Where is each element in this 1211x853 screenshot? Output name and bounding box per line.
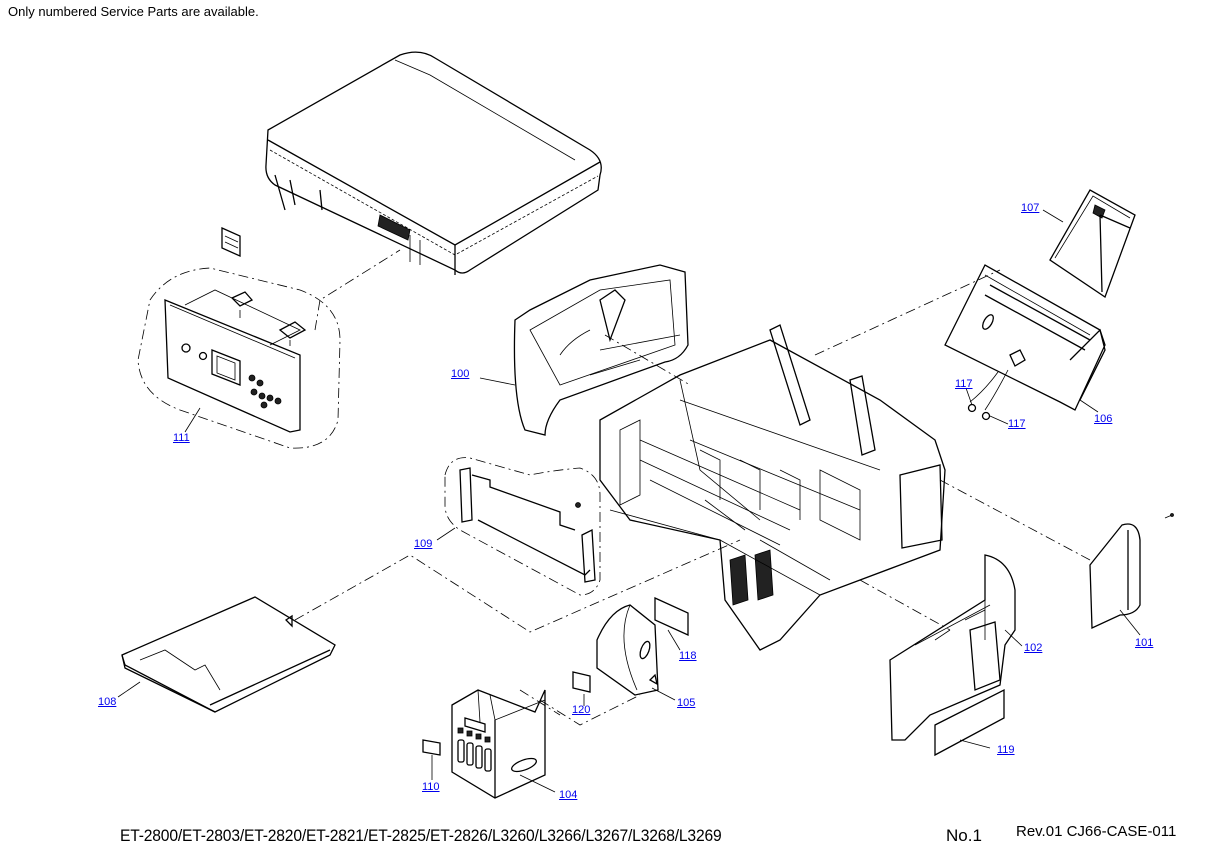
footer-page-number: No.1 <box>946 826 982 845</box>
label-110-drawing <box>422 739 441 756</box>
part-link-119[interactable]: 119 <box>997 744 1015 756</box>
ink-tank-unit-drawing <box>451 689 546 799</box>
paper-support-extension-drawing <box>1049 189 1136 299</box>
part-link-109[interactable]: 109 <box>414 538 433 550</box>
part-link-111[interactable]: 111 <box>173 432 190 444</box>
paper-support-drawing <box>944 264 1106 411</box>
printer-mechanism-drawing <box>599 324 946 651</box>
service-parts-notice: Only numbered Service Parts are availabl… <box>8 4 259 19</box>
scanner-cover-drawing <box>265 51 602 275</box>
label-120-drawing <box>572 671 591 693</box>
part-link-107[interactable]: 107 <box>1021 202 1040 214</box>
part-link-104[interactable]: 104 <box>559 789 578 801</box>
ink-tank-cover-drawing <box>596 604 659 696</box>
part-link-101[interactable]: 101 <box>1135 637 1154 649</box>
footer-revision: Rev.01 CJ66-CASE-011 <box>1016 823 1177 840</box>
part-link-102[interactable]: 102 <box>1024 642 1043 654</box>
part-link-108[interactable]: 108 <box>98 696 117 708</box>
part-link-110[interactable]: 110 <box>422 781 440 793</box>
housing-right-drawing <box>889 554 1016 741</box>
side-cover-drawing <box>1089 513 1174 630</box>
label-118-drawing <box>654 596 689 637</box>
part-link-117-lower[interactable]: 117 <box>1008 418 1026 430</box>
rear-frame-drawing <box>444 457 601 596</box>
control-panel-drawing <box>137 249 401 449</box>
assembly-lines <box>294 269 1091 726</box>
housing-left-drawing <box>513 264 689 436</box>
small-bracket-drawing <box>221 226 241 258</box>
label-119-drawing <box>934 688 1005 757</box>
grommet-drawing <box>967 369 1009 421</box>
part-link-120[interactable]: 120 <box>572 704 591 716</box>
part-link-100[interactable]: 100 <box>451 368 470 380</box>
paper-cassette-drawing <box>121 596 336 713</box>
part-link-106[interactable]: 106 <box>1094 413 1113 425</box>
footer-model-list: ET-2800/ET-2803/ET-2820/ET-2821/ET-2825/… <box>120 826 722 845</box>
part-link-118[interactable]: 118 <box>679 650 697 662</box>
part-link-105[interactable]: 105 <box>677 697 696 709</box>
leader-lines <box>117 209 1141 793</box>
part-link-117-upper[interactable]: 117 <box>955 378 973 390</box>
